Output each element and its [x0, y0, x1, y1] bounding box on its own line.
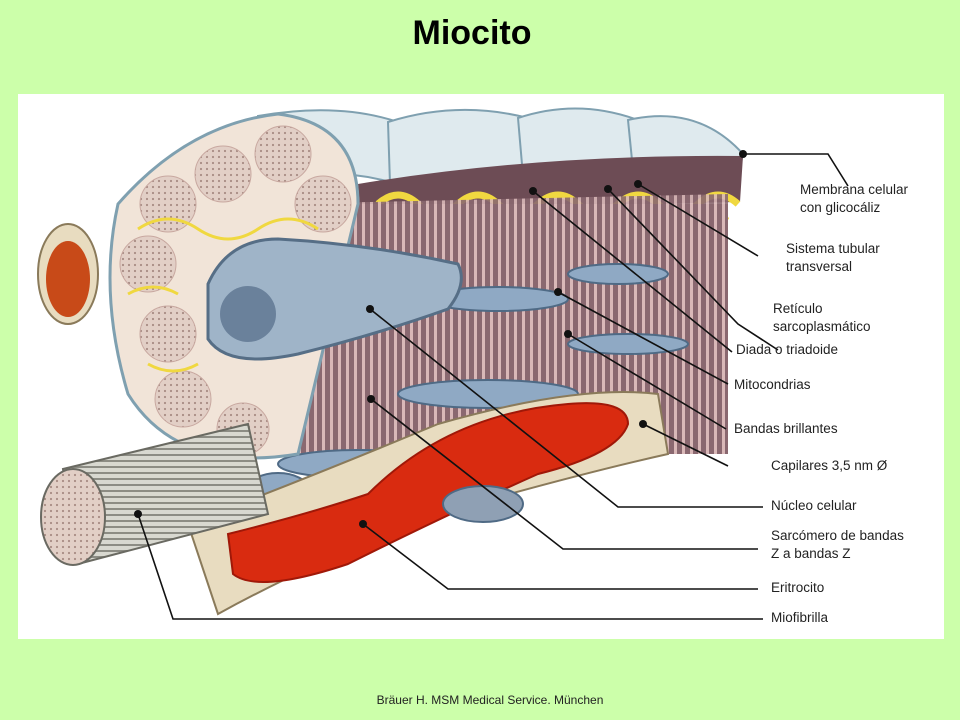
label-line: Sistema tubular [786, 241, 880, 256]
diagram-panel: Membrana celular con glicocáliz Sistema … [18, 94, 944, 639]
label-dyad: Diada o triadoide [736, 342, 839, 357]
footer-credit: Bräuer H. MSM Medical Service. München [376, 693, 604, 707]
label-myofibril: Miofibrilla [771, 610, 829, 625]
erythrocyte [226, 402, 630, 583]
leader-dots [134, 150, 747, 528]
label-cell-membrane: Membrana celular con glicocáliz [800, 181, 908, 217]
label-line: sarcoplasmático [773, 319, 871, 334]
label-mitochondria: Mitocondrias [734, 377, 811, 392]
label-erythrocyte: Eritrocito [771, 580, 825, 595]
myocyte-illustration [37, 107, 849, 620]
label-bright-bands: Bandas brillantes [734, 421, 838, 436]
page-title: Miocito [412, 14, 532, 52]
label-cell-nucleus: Núcleo celular [771, 498, 857, 513]
leader-lines [137, 153, 849, 620]
label-line: Retículo [773, 301, 823, 316]
myofibril-cross-sections [119, 125, 352, 456]
myofibril [40, 422, 270, 566]
label-line: transversal [786, 259, 853, 274]
label-tubular-system: Sistema tubular transversal [786, 240, 880, 276]
label-capillaries: Capilares 3,5 nm Ø [771, 458, 888, 473]
label-line: Z a bandas Z [771, 546, 851, 561]
label-sarcomere: Sarcómero de bandas Z a bandas Z [771, 527, 904, 563]
label-line: Membrana celular [800, 182, 909, 197]
label-line: Sarcómero de bandas [771, 528, 904, 543]
endothelial-nucleus [442, 485, 524, 523]
label-sarcoplasmic-reticulum: Retículo sarcoplasmático [773, 300, 871, 336]
label-line: con glicocáliz [800, 200, 881, 215]
